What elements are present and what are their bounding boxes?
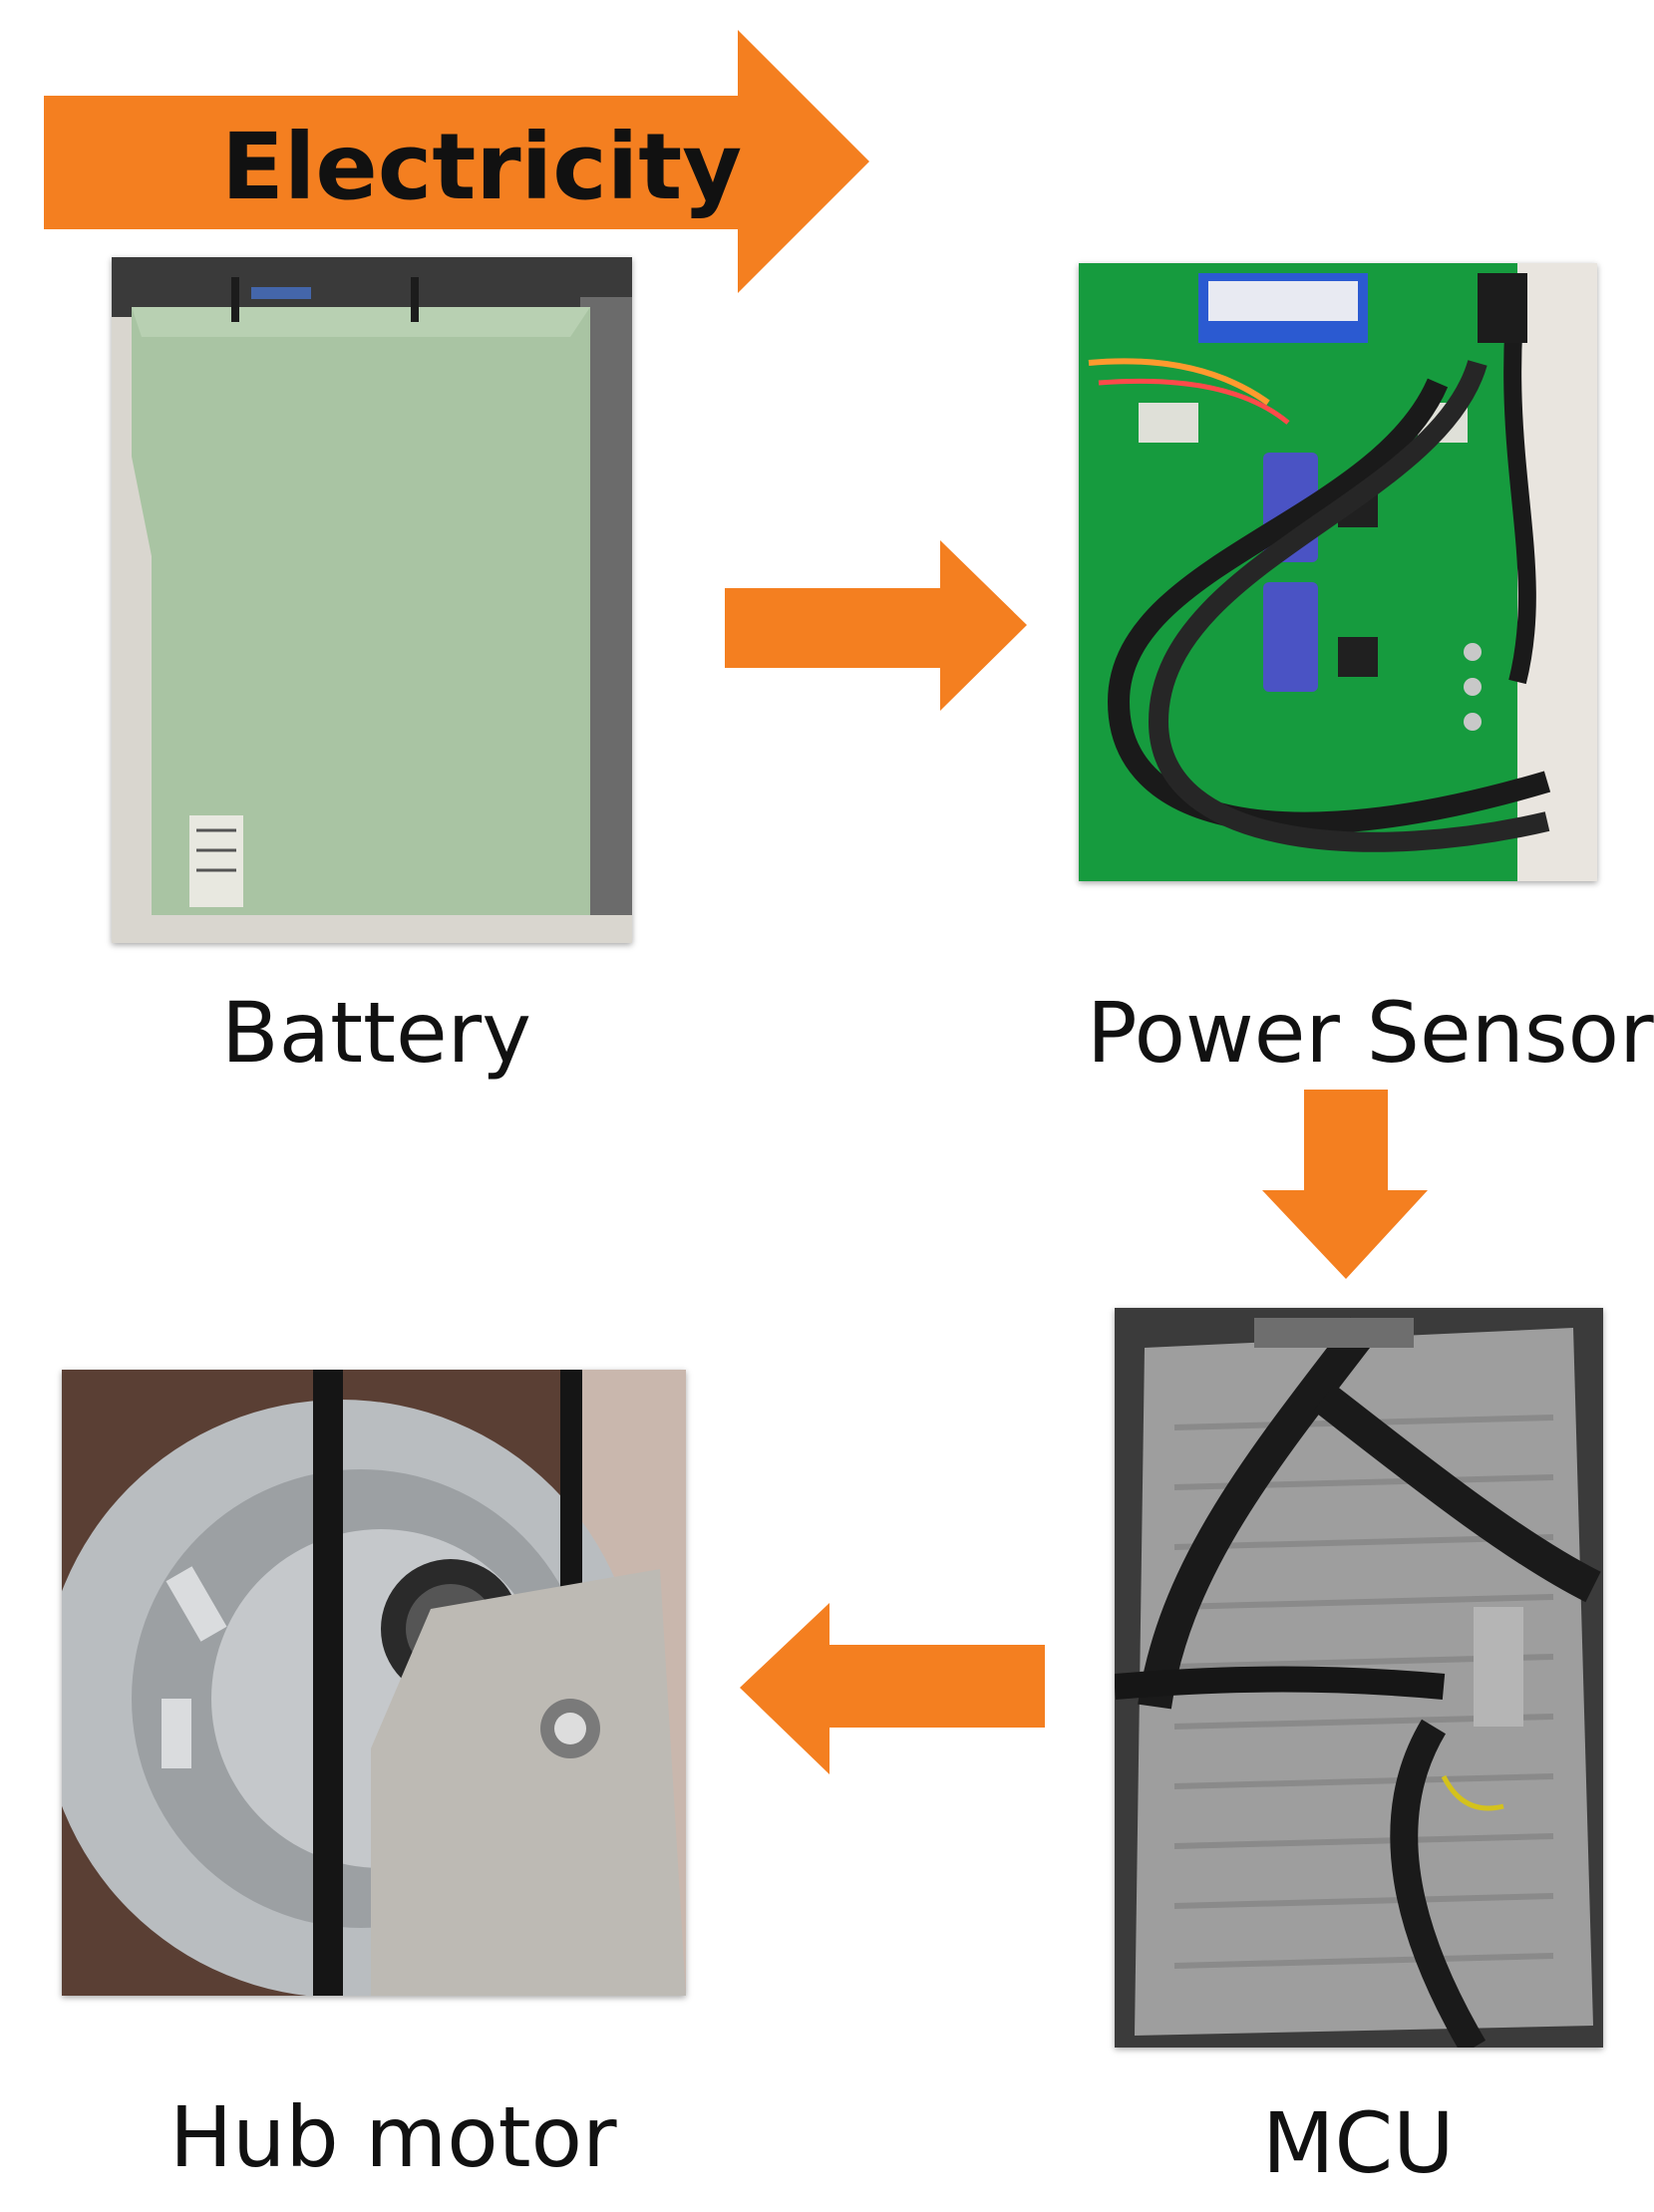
arrow-battery-to-power-sensor [725, 540, 1027, 711]
mcu-label: MCU [1262, 2094, 1455, 2192]
arrow-power-sensor-to-mcu [1262, 1090, 1428, 1279]
power-sensor-photo [1079, 263, 1597, 881]
hub-motor-photo [62, 1370, 686, 1996]
battery-photo [112, 257, 632, 943]
electricity-label: Electricity [221, 114, 743, 220]
hub-motor-label: Hub motor [169, 2088, 617, 2186]
mcu-photo [1115, 1308, 1603, 2048]
power-sensor-label: Power Sensor [1087, 984, 1654, 1082]
battery-label: Battery [221, 984, 531, 1082]
arrow-mcu-to-hub-motor [740, 1603, 1045, 1774]
electricity-banner-arrow [44, 30, 869, 293]
